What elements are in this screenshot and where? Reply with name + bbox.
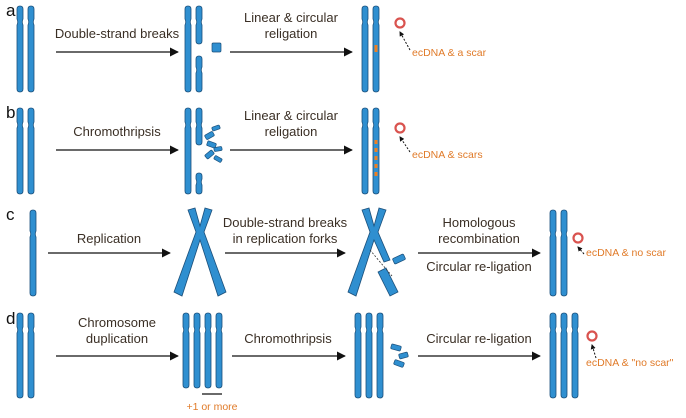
chrom-d4-0 xyxy=(549,312,557,399)
ecdna-c xyxy=(572,232,584,244)
chrom-a1-right xyxy=(27,5,35,93)
label-d-1-line1: Chromosome xyxy=(78,315,156,330)
chrom-a3-left xyxy=(361,5,369,93)
chrom-d1-left xyxy=(16,312,24,399)
chrom-d2-1 xyxy=(193,312,201,389)
chrom-b3-left xyxy=(361,107,369,195)
chrom-c4-left xyxy=(549,209,557,297)
ecdna-a xyxy=(394,17,406,29)
chrom-d3-2 xyxy=(376,312,384,399)
chrom-d4-2 xyxy=(571,312,579,399)
note-arrow-b xyxy=(399,136,411,153)
note-arrow-d xyxy=(590,344,597,359)
fragment-d3-2 xyxy=(398,351,409,360)
note-arrow-a xyxy=(399,31,411,51)
label-c-2-line1: Double-strand breaks xyxy=(223,215,348,230)
label-c-3-below: Circular re-ligation xyxy=(426,259,531,274)
chrom-a1-left xyxy=(16,5,24,93)
fragment-c3 xyxy=(392,253,406,265)
note-c: ecDNA & no scar xyxy=(586,247,666,259)
fragment-d3-3 xyxy=(393,359,405,368)
chrom-d2-3 xyxy=(215,312,223,389)
note-d: ecDNA & "no scar" xyxy=(586,357,674,369)
ecdna-b xyxy=(394,122,406,134)
label-b-2-line1: Linear & circular xyxy=(244,108,339,123)
label-a-2-line1: Linear & circular xyxy=(244,10,339,25)
chrom-d2-2 xyxy=(204,312,212,389)
label-d-1-line2: duplication xyxy=(86,331,148,346)
label-d-2: Chromothripsis xyxy=(244,331,332,346)
panel-c-letter: c xyxy=(6,205,15,224)
label-b-2-line2: religation xyxy=(265,124,318,139)
fragment-b2-6 xyxy=(213,155,223,163)
chrom-d3-1 xyxy=(365,312,373,399)
fragment-b2-3 xyxy=(206,140,217,149)
chrom-d4-1 xyxy=(560,312,568,399)
chrom-b2-right-top xyxy=(195,107,203,146)
chrom-b1-left xyxy=(16,107,24,195)
label-c-3-line1: Homologous xyxy=(443,215,516,230)
fragment-b2-1 xyxy=(204,131,215,140)
chrom-a2-right-bottom xyxy=(195,55,203,93)
chrom-d2-0 xyxy=(182,312,190,389)
fragment-b2-2 xyxy=(211,124,221,132)
note-b: ecDNA & scars xyxy=(412,149,483,161)
fragment-d3-1 xyxy=(390,343,402,352)
label-c-3-line2: recombination xyxy=(438,231,520,246)
label-c-2-line2: in replication forks xyxy=(233,231,338,246)
label-a-2-line2: religation xyxy=(265,26,318,41)
label-d-3: Circular re-ligation xyxy=(426,331,531,346)
chrom-c1 xyxy=(29,209,37,297)
note-arrow-c xyxy=(577,246,585,255)
chrom-d1-right xyxy=(27,312,35,399)
ecdna-d xyxy=(586,330,598,342)
chrom-d3-0 xyxy=(354,312,362,399)
label-a-1: Double-strand breaks xyxy=(55,26,180,41)
panel-a-letter: a xyxy=(6,1,16,20)
chromosome-shapes xyxy=(16,5,598,399)
chrom-c3-lower xyxy=(377,267,399,297)
chrom-a2-right-top xyxy=(195,5,203,45)
label-b-1: Chromothripsis xyxy=(73,124,161,139)
note-a: ecDNA & a scar xyxy=(412,47,487,59)
panel-d-letter: d xyxy=(6,309,15,328)
chrom-b1-right xyxy=(27,107,35,195)
label-c-1: Replication xyxy=(77,231,141,246)
fragment-a2 xyxy=(211,42,222,53)
fragment-b2-5 xyxy=(204,149,215,160)
chrom-b2-right-bottom xyxy=(195,172,203,195)
panel-b-letter: b xyxy=(6,103,15,122)
chrom-c3-x xyxy=(347,207,391,297)
sublabel-d: +1 or more xyxy=(186,401,237,413)
chrom-b2-left xyxy=(184,107,192,195)
chrom-c2-x xyxy=(173,207,227,297)
chrom-a2-left xyxy=(184,5,192,93)
fragment-b2-4 xyxy=(213,146,223,152)
chrom-c4-right xyxy=(560,209,568,297)
